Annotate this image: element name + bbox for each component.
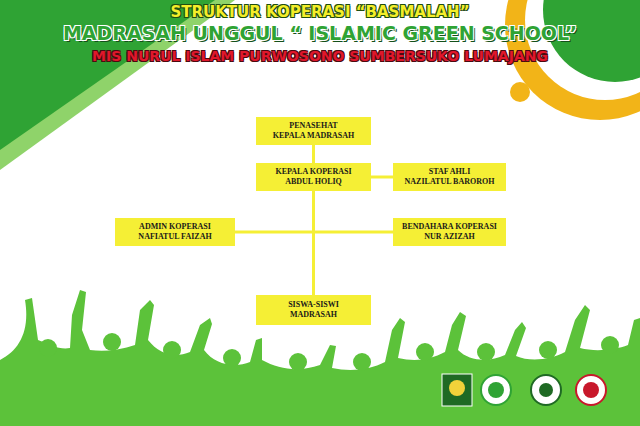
- org-connector: [371, 176, 393, 179]
- name-text: KEPALA MADRASAH: [261, 131, 366, 141]
- org-connector: [235, 191, 314, 232]
- corner-dot: [510, 82, 530, 102]
- name-text: NAZILATUL BAROROH: [398, 177, 501, 187]
- name-text: MADRASAH: [261, 310, 366, 320]
- org-box: ADMIN KOPERASINAFIATUL FAIZAH: [115, 218, 235, 246]
- org-box: PENASEHATKEPALA MADRASAH: [256, 117, 371, 145]
- name-text: NUR AZIZAH: [398, 232, 501, 242]
- crowd-silhouette: [0, 290, 640, 426]
- role-text: BENDAHARA KOPERASI: [398, 222, 501, 232]
- role-text: STAF AHLI: [398, 167, 501, 177]
- org-connector: [312, 145, 315, 163]
- name-text: ABDUL HOLIQ: [261, 177, 366, 187]
- role-text: PENASEHAT: [261, 121, 366, 131]
- org-connector: [314, 191, 394, 232]
- subtitle-line: MADRASAH UNGGUL “ ISLAMIC GREEN SCHOOL”: [0, 22, 640, 44]
- chart-title: STRUKTUR KOPERASI “BASMALAH”: [0, 3, 640, 21]
- org-connector: [312, 191, 315, 295]
- logos: [442, 374, 606, 406]
- org-box: SISWA-SISWIMADRASAH: [256, 295, 371, 325]
- name-text: NAFIATUL FAIZAH: [120, 232, 230, 242]
- role-text: ADMIN KOPERASI: [120, 222, 230, 232]
- role-text: SISWA-SISWI: [261, 300, 366, 310]
- role-text: KEPALA KOPERASI: [261, 167, 366, 177]
- org-box: STAF AHLINAZILATUL BAROROH: [393, 163, 506, 191]
- subtitle-line: MIS NURUL ISLAM PURWOSONO SUMBERSUKO LUM…: [0, 48, 640, 64]
- org-box: BENDAHARA KOPERASINUR AZIZAH: [393, 218, 506, 246]
- org-box: KEPALA KOPERASIABDUL HOLIQ: [256, 163, 371, 191]
